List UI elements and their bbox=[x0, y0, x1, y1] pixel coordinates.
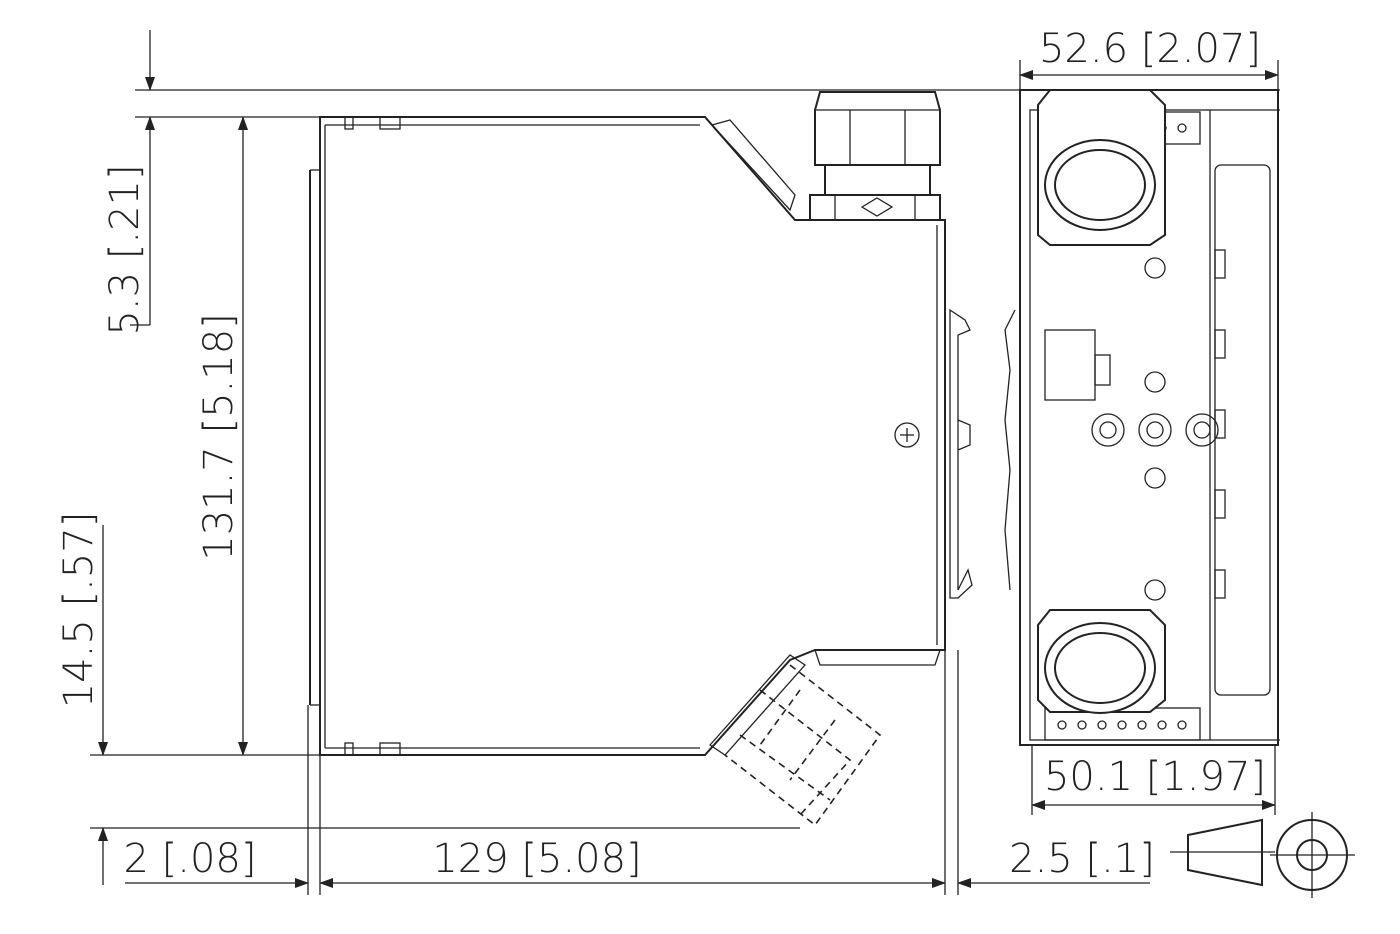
end-view-housing bbox=[1019, 89, 1280, 746]
screw-icon bbox=[894, 422, 920, 448]
dim-left-offset: 2 [.08] bbox=[124, 836, 257, 882]
dim-bottom-offset: 14.5 [.57] bbox=[56, 512, 102, 709]
terminal-screws bbox=[1091, 413, 1219, 447]
dim-top-offset: 5.3 [.21] bbox=[102, 164, 148, 335]
dim-outer-width: 52.6 [2.07] bbox=[1039, 26, 1261, 72]
dimension-lines bbox=[98, 30, 1279, 888]
projection-symbol-icon bbox=[1170, 812, 1355, 898]
dim-right-offset: 2.5 [.1] bbox=[1009, 836, 1155, 882]
dim-inner-width: 50.1 [1.97] bbox=[1044, 754, 1266, 800]
bottom-cable-gland bbox=[709, 649, 941, 827]
dim-length: 129 [5.08] bbox=[432, 836, 641, 882]
dim-height: 131.7 [5.18] bbox=[196, 313, 242, 561]
top-cable-gland bbox=[809, 91, 941, 221]
